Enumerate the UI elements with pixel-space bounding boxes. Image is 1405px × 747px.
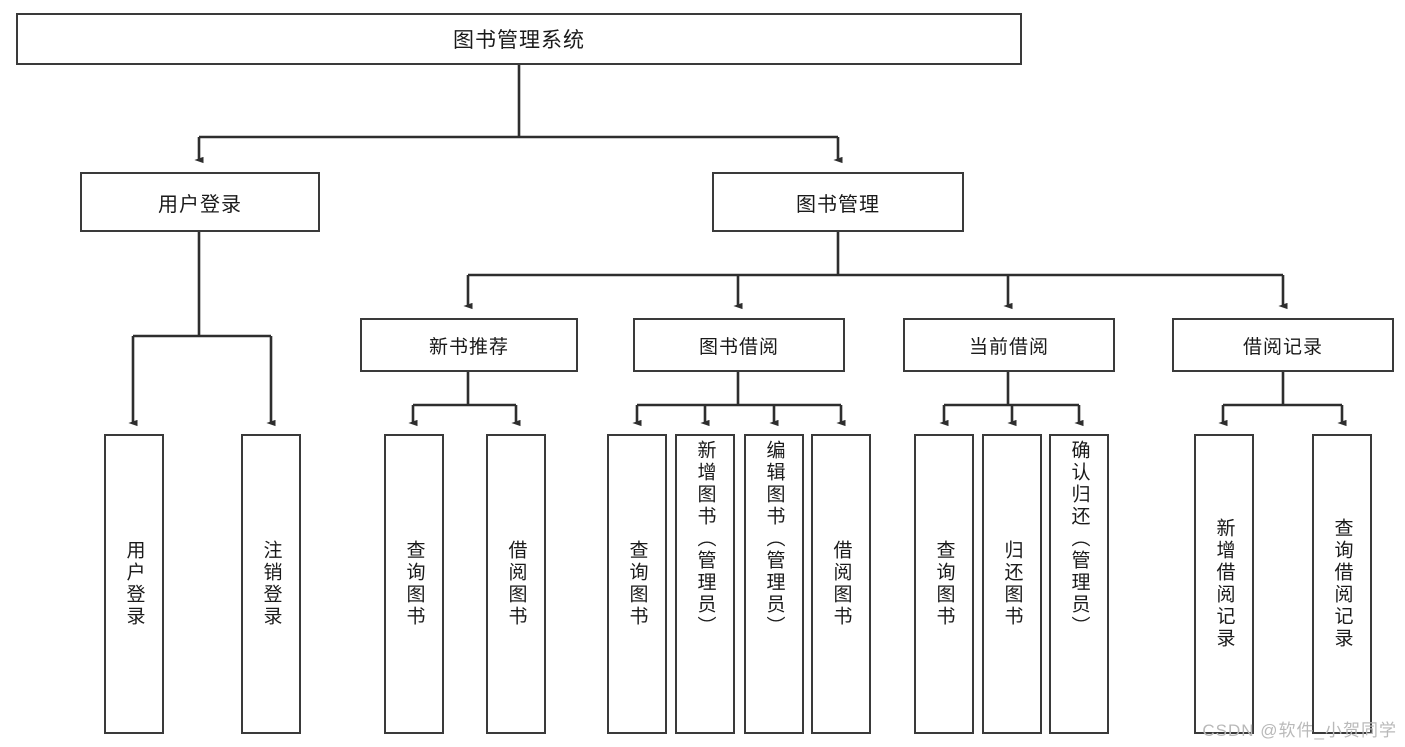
leaf-edit-book-admin[interactable]: 编辑图书（管理员） bbox=[744, 434, 804, 734]
leaf-query-book-borrow[interactable]: 查询图书 bbox=[607, 434, 667, 734]
node-root-system[interactable]: 图书管理系统 bbox=[16, 13, 1022, 65]
node-book-borrow[interactable]: 图书借阅 bbox=[633, 318, 845, 372]
leaf-borrow-book[interactable]: 借阅图书 bbox=[811, 434, 871, 734]
node-user-login[interactable]: 用户登录 bbox=[80, 172, 320, 232]
node-current-borrow[interactable]: 当前借阅 bbox=[903, 318, 1115, 372]
leaf-borrow-book-recommend[interactable]: 借阅图书 bbox=[486, 434, 546, 734]
node-borrow-record[interactable]: 借阅记录 bbox=[1172, 318, 1394, 372]
leaf-query-book-recommend[interactable]: 查询图书 bbox=[384, 434, 444, 734]
watermark-text: CSDN @软件_小贺同学 bbox=[1202, 721, 1397, 740]
leaf-add-borrow-record[interactable]: 新增借阅记录 bbox=[1194, 434, 1254, 734]
leaf-query-borrow-record[interactable]: 查询借阅记录 bbox=[1312, 434, 1372, 734]
node-new-book-recommend[interactable]: 新书推荐 bbox=[360, 318, 578, 372]
leaf-return-book[interactable]: 归还图书 bbox=[982, 434, 1042, 734]
leaf-user-logout[interactable]: 注销登录 bbox=[241, 434, 301, 734]
leaf-query-book-current[interactable]: 查询图书 bbox=[914, 434, 974, 734]
leaf-confirm-return-admin[interactable]: 确认归还（管理员） bbox=[1049, 434, 1109, 734]
leaf-add-book-admin[interactable]: 新增图书（管理员） bbox=[675, 434, 735, 734]
node-book-management[interactable]: 图书管理 bbox=[712, 172, 964, 232]
leaf-user-login[interactable]: 用户登录 bbox=[104, 434, 164, 734]
